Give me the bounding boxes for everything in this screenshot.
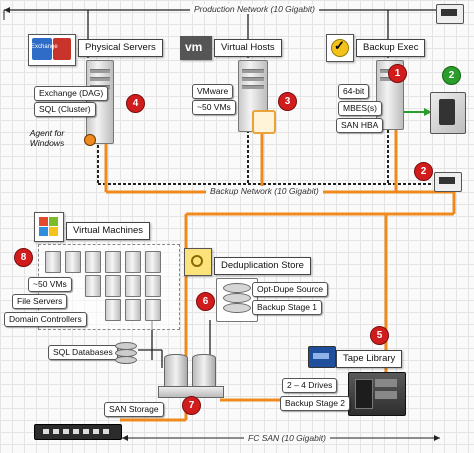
dedup-logo-icon — [184, 248, 212, 276]
fc-san-label: FC SAN (10 Gigabit) — [244, 433, 330, 443]
badge-8: 8 — [14, 248, 33, 267]
tape-item-stage2: Backup Stage 2 — [280, 396, 351, 411]
badge-2-green: 2 — [442, 66, 461, 85]
san-storage-label: SAN Storage — [104, 402, 164, 417]
external-disk-icon — [430, 92, 466, 134]
vm-item-count: ~50 VMs — [28, 277, 72, 292]
backup-item-san-hba: SAN HBA — [336, 118, 384, 133]
badge-7: 7 — [182, 396, 201, 415]
physical-servers-title: Physical Servers — [78, 39, 163, 57]
vm-overlay-icon — [252, 110, 276, 134]
dedup-item-stage1: Backup Stage 1 — [252, 300, 323, 315]
virtual-item-vms: ~50 VMs — [192, 100, 236, 115]
sql-databases-label: SQL Databases — [48, 345, 118, 360]
virtual-hosts-title: Virtual Hosts — [214, 39, 282, 57]
virtual-machines-title: Virtual Machines — [66, 222, 151, 240]
badge-2-backup-net: 2 — [414, 162, 433, 181]
physical-item-sql: SQL (Cluster) — [34, 102, 96, 117]
exchange-sql-icon: Exchange — [28, 34, 76, 66]
badge-4: 4 — [126, 94, 145, 113]
backup-item-64bit: 64-bit — [338, 84, 370, 99]
physical-item-exchange: Exchange (DAG) — [34, 86, 109, 101]
backup-switch-icon — [434, 172, 462, 192]
vm-logo-icon: vm — [180, 36, 212, 60]
production-switch-icon — [436, 4, 464, 24]
backup-item-mbes: MBES(s) — [338, 101, 382, 116]
dedup-storage-icon — [216, 278, 258, 322]
dedup-store-title: Deduplication Store — [214, 257, 311, 275]
dedup-item-source: Opt-Dupe Source — [252, 282, 329, 297]
vm-item-domain-controllers: Domain Controllers — [4, 312, 87, 327]
tape-item-drives: 2 – 4 Drives — [282, 378, 338, 393]
badge-6: 6 — [196, 292, 215, 311]
tape-library-icon — [348, 372, 406, 416]
virtual-item-vmware: VMware — [192, 84, 234, 99]
vm-item-file-servers: File Servers — [12, 294, 68, 309]
agent-icon — [84, 134, 96, 146]
san-storage-icon — [158, 354, 224, 398]
tape-library-title: Tape Library — [336, 350, 403, 368]
windows-logo-icon — [34, 212, 64, 242]
backup-exec-title: Backup Exec — [356, 39, 426, 57]
backup-exec-logo-icon: ✓ — [326, 34, 354, 62]
badge-5: 5 — [370, 326, 389, 345]
san-switch-icon — [34, 424, 122, 440]
agent-for-windows-note: Agent for Windows — [29, 128, 65, 148]
backup-network-label: Backup Network (10 Gigabit) — [206, 186, 323, 196]
sql-database-icon — [114, 340, 137, 364]
production-network-label: Production Network (10 Gigabit) — [190, 4, 319, 14]
badge-1: 1 — [388, 64, 407, 83]
badge-3: 3 — [278, 92, 297, 111]
tape-library-logo-icon — [308, 346, 336, 368]
